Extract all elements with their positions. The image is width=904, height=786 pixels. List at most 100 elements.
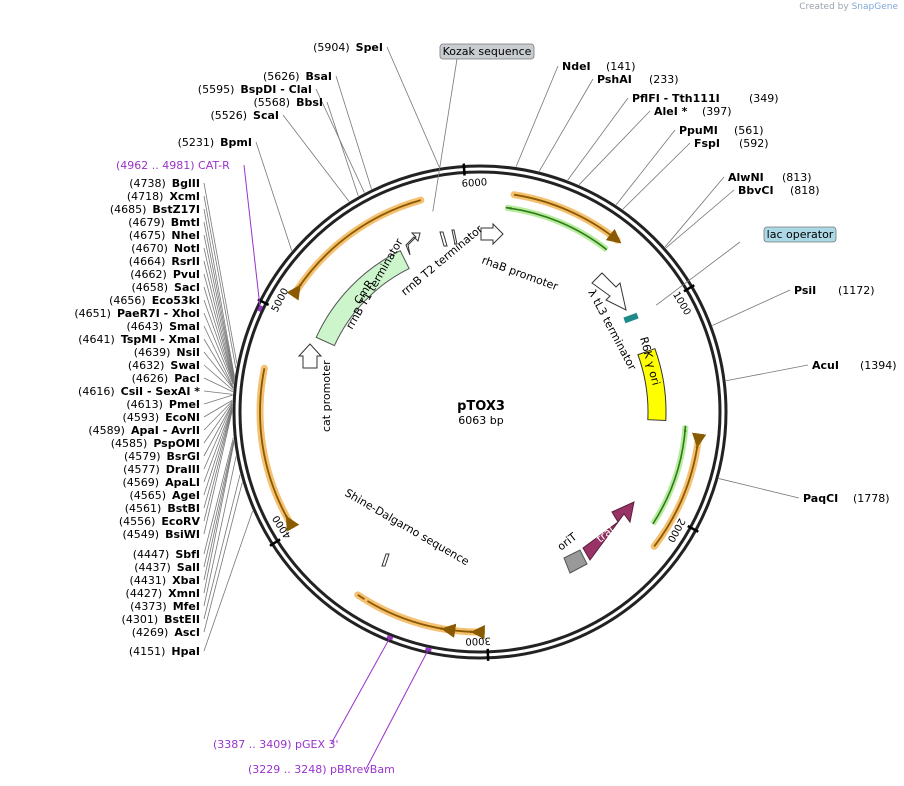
tick-label: 3000 — [465, 635, 491, 647]
site-name: BbsI — [296, 96, 323, 109]
plasmid-backbone — [232, 164, 728, 660]
site-position: (4738) — [129, 177, 166, 190]
snapgene-brand: SnapGene — [851, 2, 898, 12]
plasmid-size: 6063 bp — [458, 414, 503, 427]
orf-arrow-glow — [510, 191, 621, 244]
orf-arrow-head — [695, 442, 699, 449]
site-name: HpaI — [171, 645, 200, 658]
site-leader — [203, 195, 237, 369]
outer-orf-arrows — [256, 191, 707, 640]
site-leader — [665, 189, 735, 249]
site-position: (4675) — [129, 229, 166, 242]
site-name: ApaLI — [165, 476, 200, 489]
shine-dalgarno-label: Shine-Dalgarno sequence — [343, 486, 472, 568]
site-leader — [203, 510, 253, 652]
site-name: SmaI — [169, 320, 200, 333]
site-position: (561) — [734, 124, 764, 137]
site-leader — [578, 110, 651, 185]
box-frame — [763, 226, 837, 243]
feature-rrnB-T2-terminator: rrnB T2 terminator — [399, 222, 486, 298]
site-name: SalI — [177, 561, 200, 574]
site-leader — [203, 442, 235, 594]
site-leader — [203, 399, 233, 418]
primer-leader — [365, 649, 429, 770]
feature-shine-dalgarno: Shine-Dalgarno sequence — [343, 486, 472, 568]
site-name: XcmI — [169, 190, 200, 203]
site-leader — [203, 325, 234, 388]
orf-arrow-glow — [256, 364, 293, 524]
tL3-terminator-arrow — [591, 272, 627, 311]
site-name: AgeI — [172, 489, 200, 502]
site-leader — [203, 286, 235, 384]
site-position: (4651) — [74, 307, 111, 320]
site-position: (818) — [790, 184, 820, 197]
site-position: (397) — [702, 105, 732, 118]
primer-label: (3229 .. 3248) pBRrevBam — [248, 763, 395, 776]
site-position: (1778) — [853, 492, 890, 505]
site-position: (4437) — [134, 561, 171, 574]
tick-mark — [687, 524, 699, 533]
site-leader — [203, 404, 233, 470]
site-leader — [335, 75, 372, 190]
site-name: PshAI — [597, 73, 632, 86]
site-name: ScaI — [253, 109, 279, 122]
site-leader — [203, 474, 241, 620]
site-position: (1394) — [860, 359, 897, 372]
center-title: pTOX3 6063 bp — [457, 399, 505, 427]
site-name: PpuMI — [679, 124, 718, 137]
site-leader — [203, 441, 235, 581]
site-position: (4431) — [130, 574, 167, 587]
site-position: (4561) — [125, 502, 162, 515]
orf-arrow-glow — [363, 597, 450, 633]
green-arrow — [652, 425, 687, 525]
shine-dalgarno-mark — [381, 553, 390, 567]
site-leader — [203, 273, 235, 383]
orf-arrow-head — [470, 630, 476, 634]
tick-mark — [683, 284, 695, 293]
site-name: EcoNI — [165, 411, 200, 424]
rrnB-T1-arrow — [405, 232, 421, 256]
site-position: (5904) — [313, 41, 350, 54]
site-position: (4641) — [78, 333, 115, 346]
site-position: (4593) — [123, 411, 160, 424]
site-leader — [203, 208, 235, 377]
orf-arrow-head — [284, 514, 289, 521]
traJ-arrow — [582, 501, 635, 561]
site-position: (4616) — [78, 385, 115, 398]
site-position: (4718) — [127, 190, 164, 203]
green-arrow-head — [683, 425, 687, 432]
site-position: (233) — [649, 73, 679, 86]
site-name: ApaI - AvrII — [131, 424, 200, 437]
site-position: (4632) — [128, 359, 165, 372]
orf-arrow — [513, 193, 622, 244]
primer-mark — [386, 635, 394, 641]
site-position: (4565) — [129, 489, 166, 502]
site-position: (4658) — [131, 281, 168, 294]
site-position: (4679) — [128, 216, 165, 229]
orf-arrow — [259, 368, 300, 532]
site-leader — [615, 129, 676, 205]
box-label: lac operator — [767, 228, 834, 241]
box-leader — [655, 241, 741, 306]
green-arrow — [505, 206, 608, 251]
site-position: (4685) — [110, 203, 147, 216]
site-leader — [203, 402, 233, 444]
feature-r6k-ori: R6K γ ori — [637, 335, 667, 422]
credit-prefix: Created by — [799, 2, 849, 12]
feature-oriT: oriT — [555, 530, 588, 574]
site-leader — [203, 234, 235, 380]
rrnB-T2-mark-b — [451, 229, 458, 245]
site-position: (5595) — [198, 83, 235, 96]
site-name: XbaI — [172, 574, 200, 587]
site-name: BstBI — [167, 502, 200, 515]
site-position: (4656) — [109, 294, 146, 307]
box-label: Kozak sequence — [443, 45, 532, 58]
site-name: SwaI — [170, 359, 200, 372]
tick-label: 6000 — [461, 177, 487, 190]
site-name: PflFI - Tth111I — [632, 92, 720, 105]
site-position: (4151) — [129, 645, 166, 658]
site-position: (4549) — [122, 528, 159, 541]
site-position: (4447) — [133, 548, 170, 561]
site-leader — [203, 403, 233, 457]
site-leader — [538, 78, 594, 172]
